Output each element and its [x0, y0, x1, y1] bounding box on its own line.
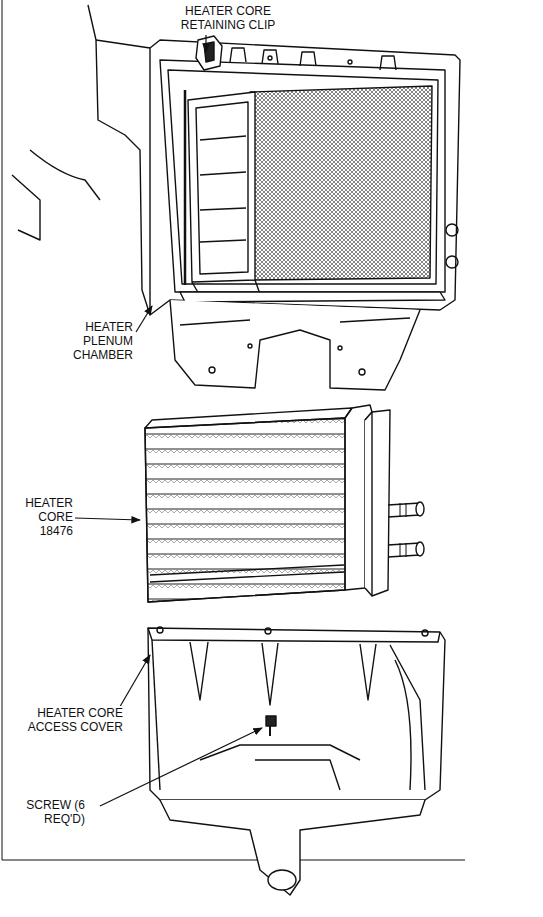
part-name: HEATER PLENUM CHAMBER	[52, 320, 134, 362]
part-name: HEATER CORE RETAINING CLIP	[163, 4, 293, 32]
part-name: SCREW (6 REQ'D)	[18, 798, 86, 826]
leader-lines	[75, 35, 262, 806]
part-name: HEATER CORE 18476	[16, 496, 74, 538]
part-name: HEATER CORE ACCESS COVER	[10, 706, 124, 734]
